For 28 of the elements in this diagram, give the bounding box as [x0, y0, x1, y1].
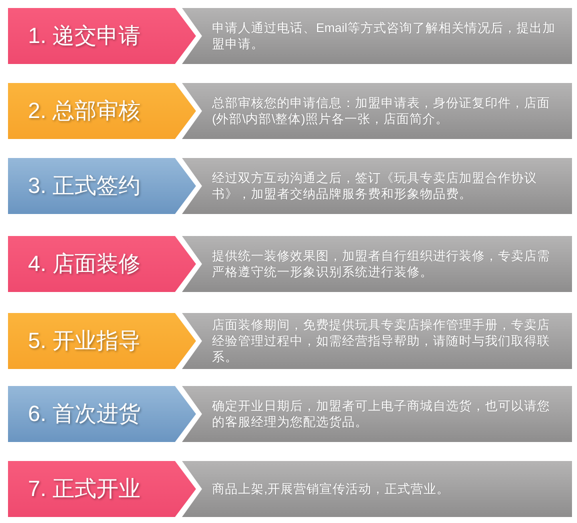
description-panel — [182, 236, 572, 292]
description-panel — [182, 83, 572, 139]
step-title: 6. 首次进货 — [27, 400, 142, 428]
description-text: 店面装修期间，免费提供玩具专卖店操作管理手册，专卖店经验管理过程中，如需经营指导帮助，请随时与我们取得联系。 — [212, 317, 551, 365]
step-title: 7. 正式开业 — [27, 475, 142, 503]
step-banner — [8, 158, 196, 214]
step-banner — [8, 83, 196, 139]
step-title: 5. 开业指导 — [27, 327, 142, 355]
step-banner — [8, 461, 196, 517]
step-title: 3. 正式签约 — [27, 172, 142, 200]
description-text: 商品上架,开展营销宣传活动，正式营业。 — [212, 481, 450, 497]
step-title: 4. 店面装修 — [27, 250, 142, 278]
step-banner — [8, 236, 196, 292]
description-text: 提供统一装修效果图，加盟者自行组织进行装修，专卖店需严格遵守统一形象识别系统进行装修。 — [212, 248, 551, 280]
description-panel — [182, 313, 572, 369]
description-panel — [182, 386, 572, 442]
description-panel — [182, 461, 572, 517]
description-panel — [182, 158, 572, 214]
description-panel — [182, 8, 572, 64]
step-title: 1. 递交申请 — [27, 22, 142, 50]
description-text: 申请人通过电话、Email等方式咨询了解相关情况后，提出加盟申请。 — [212, 20, 556, 52]
step-title: 2. 总部审核 — [27, 97, 142, 125]
step-banner — [8, 8, 196, 64]
description-text: 经过双方互动沟通之后，签订《玩具专卖店加盟合作协议书》，加盟者交纳品牌服务费和形象物品费。 — [212, 170, 538, 202]
description-text: 总部审核您的申请信息：加盟申请表，身份证复印件，店面(外部\内部\整体)照片各一张，店面简介。 — [212, 95, 551, 127]
description-text: 确定开业日期后，加盟者可上电子商城自选货，也可以请您的客服经理为您配选货品。 — [212, 398, 551, 430]
step-banner — [8, 313, 196, 369]
step-banner — [8, 386, 196, 442]
